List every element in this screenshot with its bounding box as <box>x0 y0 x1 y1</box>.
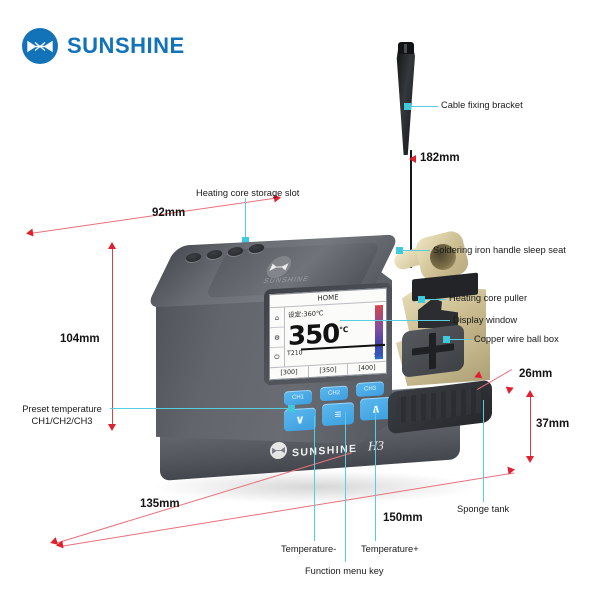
keypad: CH1 CH2 CH3 ∨ ≡ ∧ <box>284 381 396 443</box>
preset-temperature-marker <box>288 405 295 412</box>
callout-heating-core-storage-slot: Heating core storage slot <box>196 188 300 198</box>
home-icon[interactable]: ⌂ <box>274 313 280 322</box>
preset-value-2[interactable]: [350] <box>308 363 347 378</box>
temperature-up-leader <box>375 408 377 541</box>
copper-box-leader <box>449 339 471 341</box>
sleep-seat-leader <box>402 250 430 252</box>
dim104-arrow-up <box>108 242 116 249</box>
sleep-seat-marker <box>396 247 403 254</box>
dim37-arrow-down <box>526 456 534 463</box>
copper-box-slot-vertical <box>429 332 436 370</box>
display-window-leader <box>340 320 450 322</box>
core-puller-leader <box>424 299 446 301</box>
copper-box-marker <box>443 336 450 343</box>
dimension-depth-small: 26mm <box>519 368 553 380</box>
function-menu-button[interactable]: ≡ <box>322 402 354 427</box>
dim104-arrow-down <box>108 424 116 431</box>
soldering-station-unit: SUNSHINE HOME ⌂ ⚙ ⏻ 设定:360℃ 350℃ 921 <box>146 228 492 498</box>
core-puller-marker <box>418 296 425 303</box>
sponge-tank-leader <box>483 400 485 502</box>
callout-temperature-up: Temperature+ <box>361 544 419 554</box>
top-embossed-logo-icon <box>262 255 296 279</box>
dim26-arrow-right <box>505 383 516 395</box>
dimension-height-small: 37mm <box>536 418 570 430</box>
sunshine-circle-logo-icon <box>22 28 58 64</box>
cable-bracket-marker <box>404 103 411 110</box>
power-icon[interactable]: ⏻ <box>270 346 284 368</box>
cable-bracket-notch <box>404 44 407 53</box>
display-icon-column: ⌂ ⚙ ⏻ <box>270 307 285 368</box>
front-logo-icon <box>270 441 287 460</box>
display-tip-model: T210 <box>287 349 303 358</box>
cable-length-arrow <box>409 155 416 163</box>
callout-display-window: Display window <box>453 315 518 325</box>
display-readout: 设定:360℃ 350℃ 921 T210 <box>285 302 386 367</box>
function-menu-leader <box>345 412 347 562</box>
callout-function-menu-key: Function menu key <box>305 566 384 576</box>
brand-header: SUNSHINE <box>22 28 185 64</box>
brand-name: SUNSHINE <box>67 33 185 58</box>
cable-bracket-leader <box>410 106 438 108</box>
dim150-arrow-right <box>507 465 516 475</box>
temperature-down-leader <box>314 416 316 541</box>
heating-slot-marker <box>242 237 249 244</box>
preset-channel-3-button[interactable]: CH3 <box>356 381 384 397</box>
heating-slot-leader <box>245 198 247 240</box>
dim37-arrow-up <box>526 390 534 397</box>
callout-temperature-down: Temperature- <box>281 544 337 554</box>
callout-sponge-tank: Sponge tank <box>457 504 510 514</box>
display-temp-unit: ℃ <box>339 324 348 335</box>
dimension-line-37mm <box>530 396 532 458</box>
settings-icon[interactable]: ⚙ <box>270 326 284 348</box>
callout-preset-temperature: Preset temperature CH1/CH2/CH3 <box>14 404 110 427</box>
cable-fixing-bracket <box>396 45 415 155</box>
preset-channel-1-button[interactable]: CH1 <box>284 389 312 406</box>
dim150-arrow-left <box>55 540 64 550</box>
power-cable <box>410 150 412 268</box>
callout-soldering-iron-handle-sleep-seat: Soldering iron handle sleep seat <box>433 245 566 255</box>
dimension-depth-front: 135mm <box>140 498 180 510</box>
callout-copper-wire-ball-box: Copper wire ball box <box>474 334 559 344</box>
dimension-line-104mm <box>112 248 114 426</box>
dimension-width-front: 150mm <box>383 512 423 524</box>
dimension-cable-length: 182mm <box>420 152 460 164</box>
callout-heating-core-puller: Heating core puller <box>449 293 528 303</box>
callout-cable-fixing-bracket: Cable fixing bracket <box>441 100 523 110</box>
display-main: ⌂ ⚙ ⏻ 设定:360℃ 350℃ 921 T210 <box>270 302 386 368</box>
display-window[interactable]: HOME ⌂ ⚙ ⏻ 设定:360℃ 350℃ 921 T210 [30 <box>269 287 387 381</box>
callout-preset-temperature-line1: Preset temperature <box>22 404 102 414</box>
preset-value-3[interactable]: [400] <box>347 361 386 375</box>
preset-temperature-leader <box>110 408 292 410</box>
preset-channel-2-button[interactable]: CH2 <box>320 385 348 402</box>
preset-value-1[interactable]: [300] <box>280 367 298 377</box>
dimension-height-left: 104mm <box>60 333 100 345</box>
dimension-width-top: 92mm <box>152 207 186 219</box>
gauge-min-label: 921 <box>373 351 383 359</box>
callout-preset-temperature-line2: CH1/CH2/CH3 <box>31 415 93 426</box>
dim92-arrow-left <box>25 228 34 238</box>
